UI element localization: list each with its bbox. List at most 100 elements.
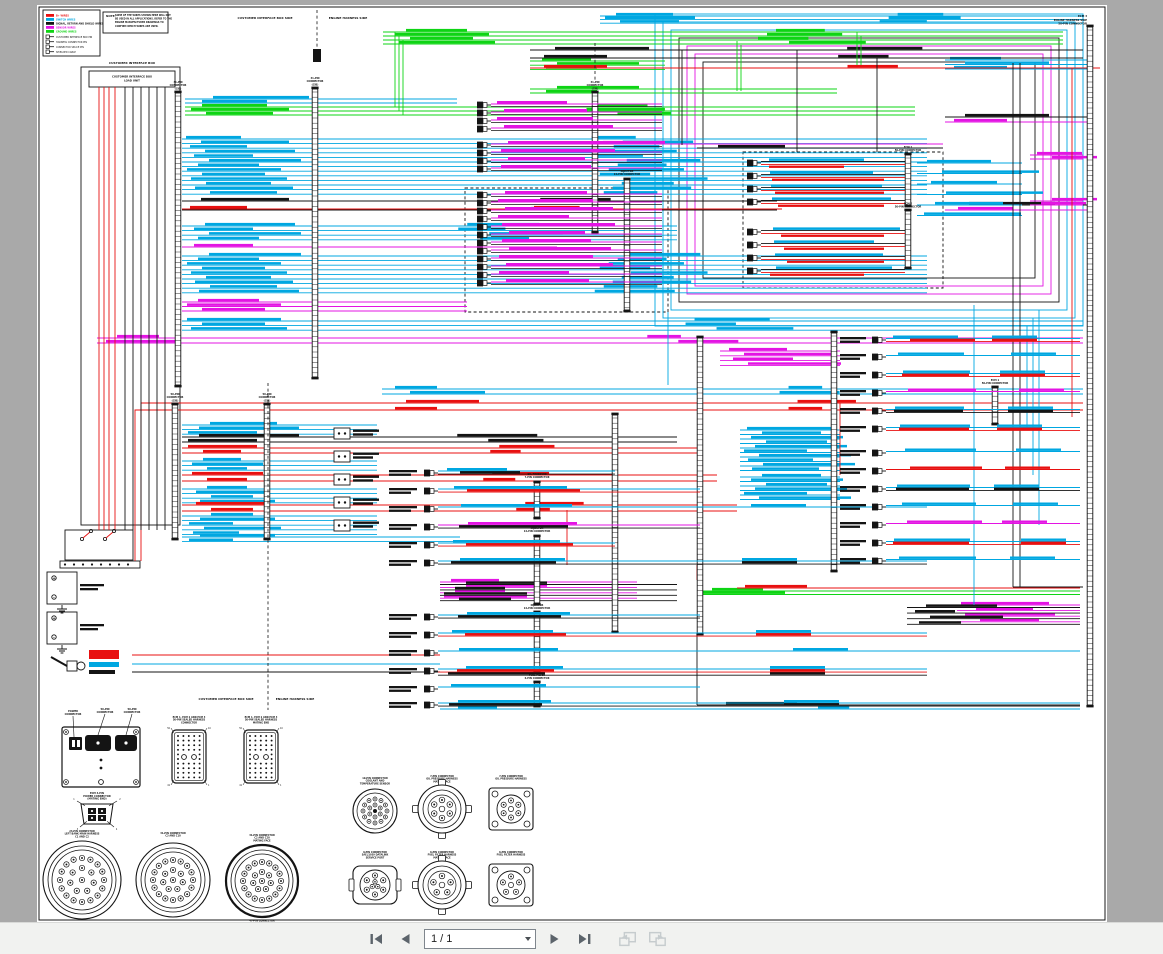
wire-runs (132, 32, 1083, 705)
svg-text:SWITCH WIRES: SWITCH WIRES (56, 18, 76, 21)
svg-text:ENGINE HARNESS SIDE: ENGINE HARNESS SIDE (276, 697, 315, 701)
svg-text:CONNECTOR SPLICE PIN: CONNECTOR SPLICE PIN (56, 46, 84, 49)
svg-text:B+ WIRES: B+ WIRES (56, 14, 69, 17)
svg-text:BE USED IN ALL APPLICATIONS. R: BE USED IN ALL APPLICATIONS. REFER TO TH… (115, 18, 172, 21)
svg-text:ENGINE HARNESS SIDE: ENGINE HARNESS SIDE (1054, 18, 1088, 22)
svg-text:CUSTOMER INTERFACE BOX: CUSTOMER INTERFACE BOX (112, 75, 152, 79)
svg-text:CUSTOMER INTERFACE BOX PIN: CUSTOMER INTERFACE BOX PIN (56, 36, 93, 39)
right-sensor-rows (840, 335, 1080, 565)
power-section: +-+- (50, 529, 130, 674)
page-number-combobox[interactable]: 1 / 1 (424, 929, 536, 949)
svg-text:CONNECTOR: CONNECTOR (124, 711, 141, 714)
svg-text:ECM 1, ECM 2 AND ECM 3: ECM 1, ECM 2 AND ECM 3 (173, 716, 206, 719)
diagram-labels: CUSTOMER INTERFACE BOX SIDE ENGINE HARNES… (109, 14, 1087, 701)
svg-text:31-PIN: 31-PIN (591, 81, 600, 84)
svg-text:CONNECTOR: CONNECTOR (170, 84, 187, 87)
svg-text:ECM 1, ECM 2 AND ECM 3: ECM 1, ECM 2 AND ECM 3 (245, 716, 278, 719)
svg-text:31-PIN CONNECTOR: 31-PIN CONNECTOR (249, 834, 275, 837)
wire-bundles (97, 12, 1100, 710)
svg-text:POWER: POWER (68, 710, 78, 713)
svg-text:7-PIN CONNECTOR: 7-PIN CONNECTOR (525, 476, 550, 479)
svg-text:7-PIN CONNECTOR: 7-PIN CONNECTOR (499, 775, 523, 778)
svg-text:23-PIN CONNECTOR: 23-PIN CONNECTOR (69, 830, 95, 833)
next-page-button[interactable] (545, 929, 565, 949)
svg-text:6-PIN CONNECTOR: 6-PIN CONNECTOR (430, 851, 454, 854)
page-border (38, 6, 1106, 921)
svg-text:31-PIN: 31-PIN (311, 77, 320, 80)
svg-text:(CIB): (CIB) (172, 399, 179, 402)
svg-text:SAE J1939 DATALINK: SAE J1939 DATALINK (362, 854, 389, 857)
svg-text:HARNESS CONNECTOR PIN: HARNESS CONNECTOR PIN (56, 41, 87, 44)
svg-text:CONNECTOR: CONNECTOR (65, 713, 82, 716)
svg-text:LEFT BANK MAIN HARNESS: LEFT BANK MAIN HARNESS (65, 833, 100, 836)
svg-text:14-PIN CONNECTOR: 14-PIN CONNECTOR (524, 530, 551, 533)
svg-text:4: 4 (116, 828, 118, 831)
svg-text:14-PIN CONNECTOR: 14-PIN CONNECTOR (614, 173, 641, 176)
svg-text:31-PIN: 31-PIN (174, 81, 183, 84)
svg-text:ECM 2: ECM 2 (904, 146, 913, 149)
svg-text:C1 AND C2: C1 AND C2 (75, 835, 89, 838)
svg-text:ECM 4-PIN: ECM 4-PIN (90, 792, 104, 795)
svg-text:(MATING END): (MATING END) (87, 798, 106, 801)
svg-text:50-PIN SEALED HARNESS: 50-PIN SEALED HARNESS (245, 719, 278, 722)
svg-text:INJECTOR: INJECTOR (531, 527, 544, 530)
svg-text:31-PIN CONNECTOR: 31-PIN CONNECTOR (160, 832, 186, 835)
svg-text:FUEL FILTER HARNESS: FUEL FILTER HARNESS (497, 854, 526, 857)
first-page-icon (370, 934, 382, 944)
svg-text:50-PIN CONNECTOR: 50-PIN CONNECTOR (895, 149, 922, 152)
svg-text:50-PIN CONNECTOR: 50-PIN CONNECTOR (1058, 22, 1087, 26)
svg-text:CUSTOMER INTERFACE BOX: CUSTOMER INTERFACE BOX (109, 61, 156, 65)
svg-text:POWER CONNECTOR: POWER CONNECTOR (83, 795, 111, 798)
svg-text:NOTE:: NOTE: (106, 14, 116, 18)
svg-text:CONNECTOR: CONNECTOR (97, 711, 114, 714)
previous-page-button[interactable] (395, 929, 415, 949)
svg-text:COOLANT AND: COOLANT AND (366, 780, 385, 783)
svg-text:2: 2 (119, 798, 121, 801)
svg-text:10: 10 (280, 727, 283, 730)
svg-text:SENSOR WIRES: SENSOR WIRES (56, 26, 76, 29)
first-page-button[interactable] (366, 929, 386, 949)
svg-text:LOAD UNIT: LOAD UNIT (124, 79, 140, 83)
svg-text:C2 AND C20: C2 AND C20 (254, 837, 270, 840)
svg-text:-: - (53, 635, 55, 640)
svg-text:CUSTOMER INTERFACE BOX SIDE: CUSTOMER INTERFACE BOX SIDE (198, 697, 253, 701)
last-page-icon (578, 934, 590, 944)
svg-text:50-PIN: 50-PIN (171, 393, 180, 396)
svg-text:6-PIN CONNECTOR: 6-PIN CONNECTOR (499, 851, 523, 854)
page-indicator: 1 / 1 (431, 933, 453, 945)
svg-text:1: 1 (280, 784, 282, 787)
svg-text:CONNECTOR: CONNECTOR (307, 80, 324, 83)
svg-text:41: 41 (167, 784, 170, 787)
svg-text:CONFIRM WHICH WIRES ARE USED.: CONFIRM WHICH WIRES ARE USED. (115, 25, 159, 28)
last-page-button[interactable] (574, 929, 594, 949)
svg-text:1: 1 (73, 798, 75, 801)
svg-text:C3 AND C10: C3 AND C10 (165, 835, 181, 838)
svg-text:50: 50 (239, 727, 242, 730)
left-sensor-rows (389, 468, 1080, 709)
svg-text:SIGNAL, RETURN AND SHIELD WIRE: SIGNAL, RETURN AND SHIELD WIRES (56, 22, 104, 25)
svg-text:47-PIN CONNECTOR: 47-PIN CONNECTOR (249, 920, 275, 923)
svg-text:50-PIN SEALED HARNESS: 50-PIN SEALED HARNESS (173, 719, 206, 722)
svg-text:OIL PRESSURE HARNESS: OIL PRESSURE HARNESS (495, 778, 527, 781)
magenta-sensor-groups (477, 101, 662, 287)
combobox-dropdown-icon[interactable] (521, 930, 535, 948)
page-forward-button (647, 929, 667, 949)
svg-text:+: + (52, 576, 55, 581)
svg-text:9-PIN CONNECTOR: 9-PIN CONNECTOR (363, 851, 387, 854)
svg-text:MATING FACE: MATING FACE (253, 839, 271, 842)
svg-text:TEMPERATURE SENSOR: TEMPERATURE SENSOR (360, 782, 390, 785)
svg-text:19-PIN CONNECTOR: 19-PIN CONNECTOR (362, 777, 388, 780)
ecm-module: POWERCONNECTOR50-PINCONNECTOR50-PINCONNE… (61, 708, 141, 788)
svg-text:CONNECTOR: CONNECTOR (181, 721, 197, 724)
svg-text:-: - (53, 595, 55, 600)
svg-text:50-PIN: 50-PIN (128, 708, 137, 711)
svg-text:MATING END: MATING END (253, 721, 269, 724)
injector-rows (747, 158, 905, 276)
svg-text:50: 50 (167, 727, 170, 730)
svg-text:(CIB): (CIB) (592, 87, 599, 90)
svg-text:50-PIN: 50-PIN (101, 708, 110, 711)
svg-text:SOME OF THE WIRES SHOWN HERE W: SOME OF THE WIRES SHOWN HERE WILL NOT (115, 14, 171, 17)
